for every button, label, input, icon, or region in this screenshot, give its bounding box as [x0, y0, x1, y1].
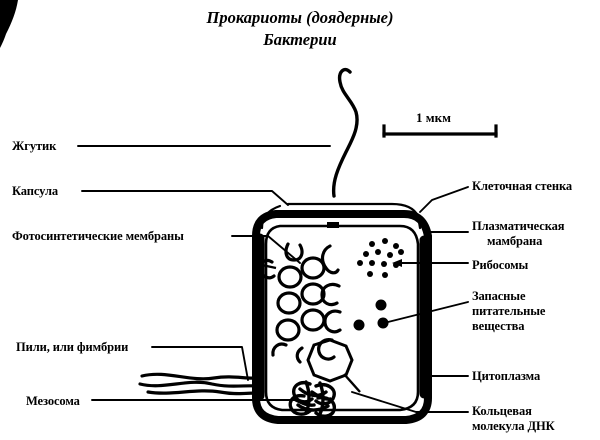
cell-wall: [252, 210, 432, 424]
label-storage-granules-line-2: питательные: [472, 304, 546, 318]
mesosome-stalk: [343, 373, 361, 393]
label-photosynthetic-membranes: Фотосинтетические мембраны: [12, 229, 184, 243]
photosynthetic-membranes: [259, 242, 342, 364]
nucleoid-dna: [288, 380, 336, 418]
label-capsule: Капсула: [12, 184, 59, 198]
label-mesosome: Мезосома: [26, 394, 80, 408]
scan-edge-artifact: [0, 0, 18, 48]
membrane-attachment-tick: [327, 222, 339, 228]
photosynthetic-membranes-connector: [261, 263, 277, 270]
label-dna-line-2: молекула ДНК: [472, 419, 555, 433]
label-dna-line-1: Кольцевая: [472, 404, 532, 418]
plasma-membrane: [264, 224, 420, 412]
storage-granules: [353, 299, 389, 331]
label-cytoplasm: Цитоплазма: [472, 369, 541, 383]
label-cell-wall: Клеточная стенка: [472, 179, 573, 193]
label-flagellum: Жгутик: [12, 139, 57, 153]
flagellum: [331, 67, 359, 198]
scale-bar: [382, 124, 498, 138]
leader-dna: [351, 391, 469, 413]
pili-fimbriae: [138, 372, 258, 396]
label-storage-granules-line-1: Запасные: [472, 289, 526, 303]
leader-cell-wall: [419, 186, 469, 213]
label-plasma-membrane-line-2: мамбрана: [487, 234, 543, 248]
figure-title-line-1: Прокариоты (доядерные): [206, 8, 394, 27]
leader-pili: [151, 346, 249, 381]
label-storage-granules-line-3: вещества: [472, 319, 525, 333]
figure-title-line-2: Бактерии: [263, 30, 337, 49]
label-pili: Пили, или фимбрии: [16, 340, 129, 354]
leader-capsule: [81, 190, 289, 206]
ribosomes: [357, 238, 404, 278]
label-ribosomes: Рибосомы: [472, 258, 529, 272]
scale-bar-label: 1 мкм: [416, 110, 451, 125]
label-plasma-membrane-line-1: Плазматическая: [472, 219, 565, 233]
